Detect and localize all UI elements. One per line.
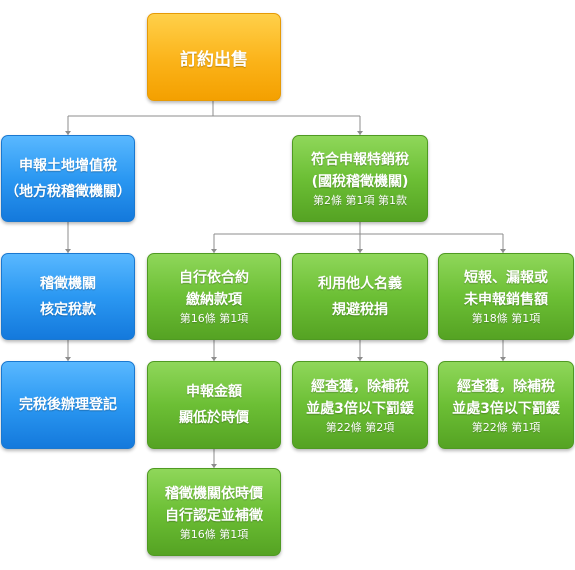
node-line: 核定稅款 (40, 301, 96, 318)
node-line: 申報金額 (186, 384, 242, 400)
arrowhead (65, 131, 71, 135)
node-line: 未申報銷售額 (464, 292, 548, 308)
left-node-land-tax: 申報土地增值稅 （地方稅稽徵機關） (1, 135, 135, 222)
node-line: 繳納款項 (186, 292, 242, 308)
node-line: 經查獲，除補稅 (311, 378, 409, 395)
node-ref: 第16條 第1項 (179, 527, 249, 541)
left-node-assess: 稽徵機關 核定稅款 (1, 253, 135, 340)
arrowhead (357, 249, 363, 253)
node-line: 顯低於時價 (179, 410, 249, 426)
col-b-node-2: 經查獲，除補稅 並處3倍以下罰鍰 第22條 第2項 (292, 361, 428, 449)
node-ref: 第22條 第2項 (325, 420, 395, 434)
node-line: 稽徵機關依時價 (165, 485, 263, 502)
right-node-special-tax: 符合申報特銷稅 (國稅稽徵機關) 第2條 第1項 第1款 (292, 135, 428, 222)
arrowhead (500, 249, 506, 253)
arrowhead (500, 357, 506, 361)
node-ref: 第2條 第1項 第1款 (313, 194, 407, 207)
node-line: (國稅稽徵機關) (311, 174, 409, 190)
node-line: 並處3倍以下罰鍰 (452, 400, 560, 417)
node-line: 稽徵機關 (40, 275, 96, 292)
col-a-node-3: 稽徵機關依時價 自行認定並補徵 第16條 第1項 (147, 468, 281, 556)
root-node: 訂約出售 (147, 13, 281, 101)
col-b-node-1: 利用他人名義 規避稅捐 (292, 253, 428, 340)
node-line: 自行依合約 (179, 270, 249, 286)
arrowhead (211, 357, 217, 361)
arrowhead (357, 131, 363, 135)
arrowhead (357, 357, 363, 361)
node-line: 利用他人名義 (318, 275, 402, 292)
left-node-register: 完稅後辦理登記 (1, 361, 135, 449)
col-c-node-2: 經查獲，除補稅 並處3倍以下罰鍰 第22條 第1項 (438, 361, 574, 449)
node-line: 自行認定並補徵 (165, 507, 263, 524)
arrowhead (211, 464, 217, 468)
node-ref: 第16條 第1項 (179, 312, 249, 325)
node-line: 申報土地增值稅 (19, 157, 117, 174)
col-a-node-1: 自行依合約 繳納款項 第16條 第1項 (147, 253, 281, 340)
node-ref: 第18條 第1項 (471, 312, 541, 325)
node-ref: 第22條 第1項 (471, 420, 541, 434)
node-line: 完稅後辦理登記 (19, 397, 117, 413)
node-line: 規避稅捐 (332, 301, 388, 318)
node-line: 並處3倍以下罰鍰 (306, 400, 414, 417)
node-line: 符合申報特銷稅 (311, 152, 409, 168)
root-label: 訂約出售 (180, 49, 248, 70)
col-a-node-2: 申報金額 顯低於時價 (147, 361, 281, 449)
arrowhead (65, 249, 71, 253)
col-c-node-1: 短報、漏報或 未申報銷售額 第18條 第1項 (438, 253, 574, 340)
node-line: （地方稅稽徵機關） (5, 183, 131, 200)
node-line: 經查獲，除補稅 (457, 378, 555, 395)
arrowhead (65, 357, 71, 361)
node-line: 短報、漏報或 (464, 270, 548, 286)
arrowhead (211, 249, 217, 253)
